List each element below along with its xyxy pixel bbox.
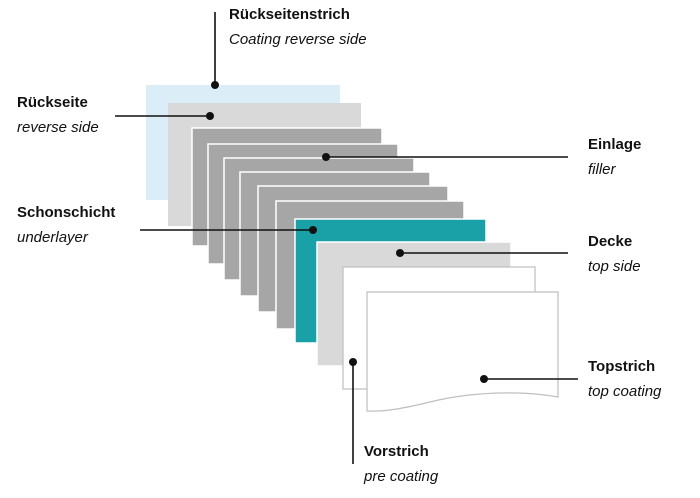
leader-lines [115, 12, 578, 464]
layer-reverse-coating [146, 85, 340, 200]
label-einlage: Einlage filler [588, 136, 641, 180]
label-schonschicht-sub: underlayer [17, 228, 88, 246]
leader-dot-topstrich [480, 375, 488, 383]
layer-top-coating [366, 291, 559, 412]
label-topstrich: Topstrich top coating [588, 358, 661, 402]
label-vorstrich-sub: pre coating [364, 467, 439, 485]
label-schonschicht: Schonschicht underlayer [17, 204, 115, 248]
leader-dot-schonschicht [309, 226, 317, 234]
leader-dot-rueckseite [206, 112, 214, 120]
label-decke-sub: top side [588, 257, 641, 275]
leader-dot-rueckseitenstrich [211, 81, 219, 89]
layer-stack [146, 85, 559, 412]
label-rueckseitenstrich: Rückseitenstrich Coating reverse side [229, 6, 367, 50]
leader-dot-decke [396, 249, 404, 257]
label-vorstrich: Vorstrich pre coating [364, 443, 438, 487]
label-decke: Decke top side [588, 233, 641, 277]
label-vorstrich-name: Vorstrich [364, 443, 429, 460]
leader-dot-vorstrich [349, 358, 357, 366]
label-topstrich-sub: top coating [588, 382, 662, 400]
label-einlage-name: Einlage [588, 136, 642, 153]
label-rueckseite: Rückseite reverse side [17, 94, 99, 138]
label-rueckseite-name: Rückseite [17, 94, 88, 111]
leader-dot-einlage [322, 153, 330, 161]
label-topstrich-name: Topstrich [588, 358, 656, 375]
label-einlage-sub: filler [588, 160, 616, 178]
label-decke-name: Decke [588, 233, 633, 250]
label-rueckseitenstrich-sub: Coating reverse side [229, 30, 367, 48]
label-rueckseite-sub: reverse side [17, 118, 99, 136]
label-schonschicht-name: Schonschicht [17, 204, 116, 221]
label-rueckseitenstrich-name: Rückseitenstrich [229, 6, 350, 23]
